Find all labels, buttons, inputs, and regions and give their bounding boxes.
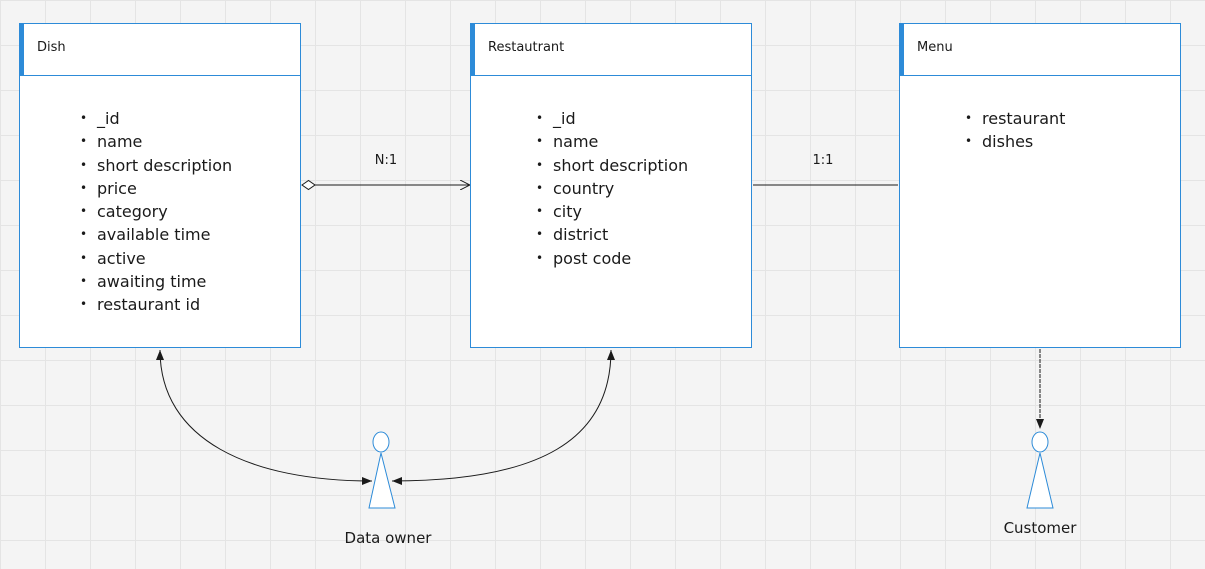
field-item: • short description <box>80 154 232 177</box>
entity-dish[interactable]: Dish • _id • name • short description • pric… <box>19 23 301 348</box>
connector-restaurant-data-owner[interactable] <box>391 349 615 485</box>
field-label: dishes <box>982 132 1034 152</box>
field-label: country <box>553 178 615 198</box>
bullet-icon: • <box>536 250 544 265</box>
relation-restaurant-menu-label: 1:1 <box>813 153 834 168</box>
entity-dish-field-list: • _id • name • short description • price • ca… <box>80 107 232 317</box>
field-item: • name <box>80 130 232 153</box>
field-label: name <box>553 132 599 152</box>
bullet-icon: • <box>80 111 88 125</box>
bullet-icon: • <box>80 180 88 195</box>
actor-data-owner-label: Data owner <box>344 529 432 547</box>
bullet-icon: • <box>536 204 544 219</box>
bullet-icon: • <box>536 227 544 242</box>
field-item: • country <box>536 177 688 200</box>
actor-customer-icon[interactable] <box>1026 431 1054 509</box>
field-label: active <box>97 248 146 268</box>
field-label: price <box>97 178 137 198</box>
connector-dish-data-owner[interactable] <box>156 349 373 485</box>
relation-dish-restaurant[interactable]: N:1 <box>301 153 470 191</box>
field-label: city <box>553 202 582 222</box>
entity-restaurant-field-list: • _id • name • short description • country •… <box>536 107 688 270</box>
entity-restaurant-header: Restautrant <box>471 24 751 76</box>
field-item: • name <box>536 130 688 153</box>
field-label: short description <box>97 155 233 175</box>
field-label: short description <box>553 155 689 175</box>
field-label: awaiting time <box>97 272 207 292</box>
field-label: name <box>97 132 143 152</box>
field-item: • _id <box>80 107 232 130</box>
entity-dish-header: Dish <box>20 24 300 76</box>
entity-menu-field-list: • restaurant • dishes <box>965 107 1065 154</box>
entity-menu-header: Menu <box>900 24 1180 76</box>
field-label: _id <box>553 109 576 128</box>
bullet-icon: • <box>965 111 973 125</box>
field-item: • category <box>80 200 232 223</box>
field-label: category <box>97 202 168 222</box>
actor-data-owner-icon[interactable] <box>368 431 396 509</box>
entity-menu[interactable]: Menu • restaurant • dishes <box>899 23 1181 348</box>
bullet-icon: • <box>536 134 544 149</box>
bullet-icon: • <box>536 111 544 125</box>
field-item: • restaurant id <box>80 293 232 316</box>
field-label: available time <box>97 225 211 245</box>
field-item: • price <box>80 177 232 200</box>
field-item: • district <box>536 223 688 246</box>
field-item: • restaurant <box>965 107 1065 130</box>
bullet-icon: • <box>80 134 88 149</box>
bullet-icon: • <box>536 180 544 195</box>
bullet-icon: • <box>80 204 88 219</box>
bullet-icon: • <box>80 274 88 289</box>
field-item: • short description <box>536 154 688 177</box>
actor-customer-label: Customer <box>1003 519 1077 537</box>
field-item: • awaiting time <box>80 270 232 293</box>
bullet-icon: • <box>80 297 88 312</box>
field-item: • active <box>80 247 232 270</box>
entity-restaurant[interactable]: Restautrant • _id • name • short descriptio… <box>470 23 752 348</box>
field-item: • available time <box>80 223 232 246</box>
field-label: post code <box>553 248 632 268</box>
bullet-icon: • <box>536 157 544 172</box>
field-item: • city <box>536 200 688 223</box>
field-item: • post code <box>536 247 688 270</box>
bullet-icon: • <box>80 227 88 242</box>
relation-dish-restaurant-label: N:1 <box>375 153 397 168</box>
relation-restaurant-menu[interactable]: 1:1 <box>753 153 898 186</box>
entity-dish-title: Dish <box>37 40 66 55</box>
bullet-icon: • <box>965 134 973 149</box>
aggregation-diamond-icon <box>301 179 316 191</box>
bullet-icon: • <box>80 250 88 265</box>
field-item: • _id <box>536 107 688 130</box>
entity-menu-title: Menu <box>917 40 953 55</box>
field-item: • dishes <box>965 130 1065 153</box>
entity-restaurant-title: Restautrant <box>488 40 565 55</box>
bullet-icon: • <box>80 157 88 172</box>
field-label: _id <box>97 109 120 128</box>
field-label: district <box>553 225 609 245</box>
field-label: restaurant <box>982 109 1066 128</box>
field-label: restaurant id <box>97 295 201 315</box>
